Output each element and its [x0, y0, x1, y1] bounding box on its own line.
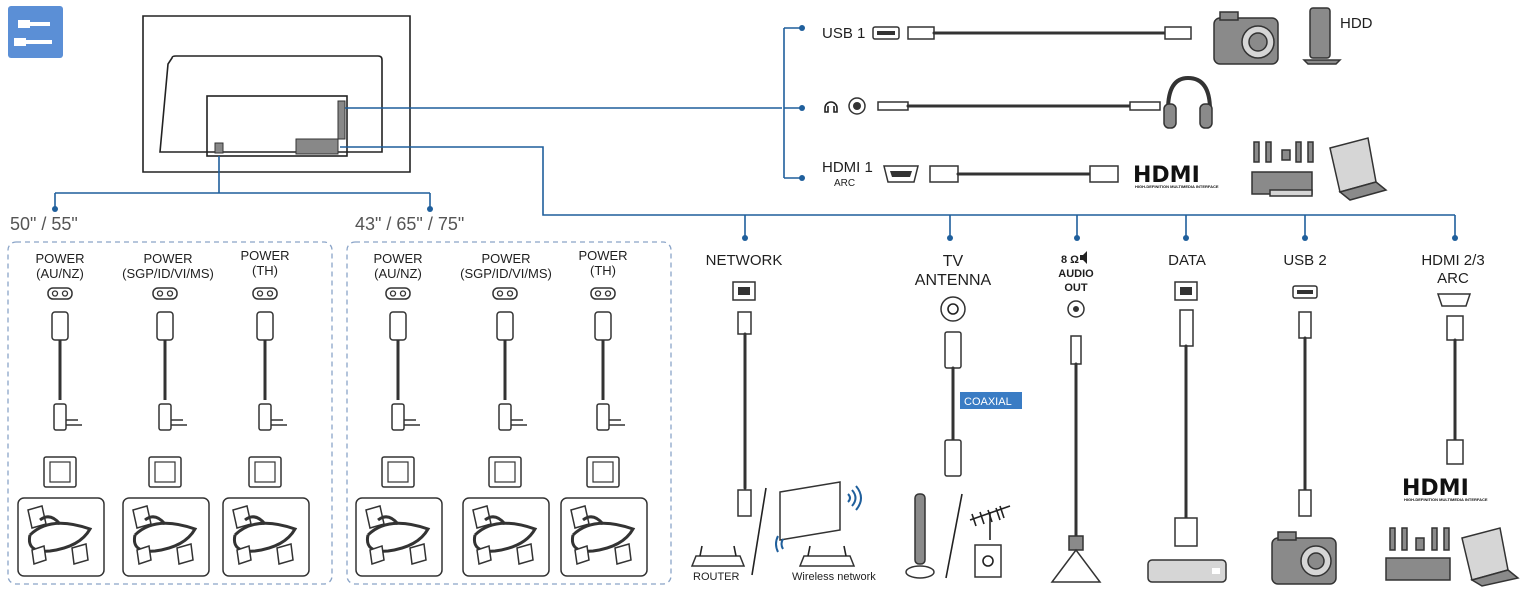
hdmi23-arc-label: ARC [1437, 270, 1469, 287]
power-cable-3 [222, 287, 310, 577]
hdmi23-label: HDMI 2/3 [1421, 252, 1484, 269]
camera-icon [1213, 11, 1279, 65]
indoor-antenna-icon [905, 493, 935, 579]
hdmi-port-icon [883, 165, 919, 183]
antenna-column [940, 296, 966, 477]
hdmi-logo-bottom: HDMI HIGH-DEFINITION MULTIMEDIA INTERFAC… [1402, 476, 1488, 502]
hdmi1-label: HDMI 1 [822, 159, 873, 176]
svg-text:POWER: POWER [143, 251, 192, 266]
power-cable-4 [355, 287, 443, 577]
audio-out-column [1050, 300, 1102, 583]
antenna-label: ANTENNA [915, 272, 992, 289]
headphones-icon [1163, 75, 1213, 129]
home-theater-icon-bottom [1385, 527, 1451, 581]
tv-back-illustration [142, 15, 411, 173]
power-labels-right: POWER (AU/NZ) POWER (SGP/ID/VI/MS) POWER… [373, 248, 627, 281]
svg-text:HIGH-DEFINITION MULTIMEDIA INT: HIGH-DEFINITION MULTIMEDIA INTERFACE [1135, 184, 1219, 189]
svg-text:(AU/NZ): (AU/NZ) [374, 266, 422, 281]
svg-text:POWER: POWER [35, 251, 84, 266]
usb1-label: USB 1 [822, 25, 865, 42]
audio-ohm-label: 8 Ω [1061, 254, 1079, 266]
headphone-jack-icon [824, 97, 866, 115]
router-label: ROUTER [693, 571, 740, 583]
power-labels-left: POWER (AU/NZ) POWER (SGP/ID/VI/MS) POWER… [35, 248, 289, 281]
hdmi1-arc-label: ARC [834, 178, 855, 189]
audio-out-label: OUT [1064, 282, 1088, 294]
hdmi-logo-top: HDMI HIGH-DEFINITION MULTIMEDIA INTERFAC… [1133, 163, 1219, 189]
network-label: NETWORK [706, 252, 783, 269]
home-theater-icon [1251, 141, 1314, 197]
usb-cable-icon [907, 26, 1192, 40]
svg-text:(AU/NZ): (AU/NZ) [36, 266, 84, 281]
wireless-display-icon [779, 481, 862, 541]
network-column [732, 281, 756, 517]
svg-text:POWER: POWER [373, 251, 422, 266]
router-icon [690, 545, 746, 567]
laptop-icon-bottom [1461, 527, 1520, 587]
audio-cable-icon [877, 101, 1161, 111]
svg-text:(SGP/ID/VI/MS): (SGP/ID/VI/MS) [460, 266, 552, 281]
coaxial-badge: COAXIAL [960, 392, 1022, 409]
svg-text:POWER: POWER [481, 251, 530, 266]
set-top-box-icon [1147, 559, 1227, 583]
connectivity-icon [8, 6, 63, 58]
svg-text:COAXIAL: COAXIAL [964, 396, 1012, 408]
hdmi23-column [1436, 293, 1472, 465]
hdmi-cable-icon [929, 165, 1119, 183]
usb2-column [1292, 285, 1318, 517]
usb2-label: USB 2 [1283, 252, 1326, 269]
size-label-right: 43" / 65" / 75" [355, 214, 464, 234]
usb-port-icon [872, 26, 900, 40]
power-cable-5 [462, 287, 550, 577]
wireless-router-icon [775, 535, 856, 567]
data-column [1174, 281, 1198, 547]
tv-label: TV [943, 253, 964, 270]
svg-text:POWER: POWER [578, 248, 627, 263]
wireless-label: Wireless network [792, 571, 876, 583]
audio-label: AUDIO [1058, 268, 1094, 280]
size-label-left: 50" / 55" [10, 214, 78, 234]
power-cable-2 [122, 287, 210, 577]
speaker-icon [1080, 251, 1087, 264]
data-label: DATA [1168, 252, 1206, 269]
camera-icon-bottom [1271, 531, 1337, 585]
power-cable-columns [17, 287, 648, 577]
hdd-icon [1302, 7, 1342, 65]
hdd-label: HDD [1340, 15, 1373, 32]
svg-text:(TH): (TH) [590, 263, 616, 278]
svg-text:(TH): (TH) [252, 263, 278, 278]
svg-text:HDMI: HDMI [1402, 476, 1469, 501]
power-cable-1 [17, 287, 105, 577]
power-cable-6 [560, 287, 648, 577]
svg-text:HDMI: HDMI [1133, 163, 1200, 188]
outdoor-antenna-icon [969, 505, 1011, 578]
svg-text:(SGP/ID/VI/MS): (SGP/ID/VI/MS) [122, 266, 214, 281]
laptop-icon [1329, 137, 1388, 201]
svg-text:POWER: POWER [240, 248, 289, 263]
svg-text:HIGH-DEFINITION MULTIMEDIA INT: HIGH-DEFINITION MULTIMEDIA INTERFACE [1404, 497, 1488, 502]
